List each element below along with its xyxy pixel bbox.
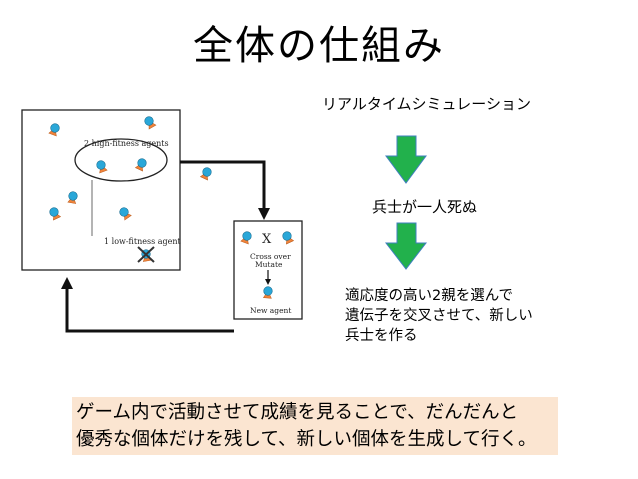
breeding-arrowhead <box>265 279 271 285</box>
new-agent-label: New agent <box>250 306 291 315</box>
agent-icon <box>134 156 149 172</box>
return-arrow <box>65 285 234 333</box>
agent-icon <box>67 190 79 204</box>
breeding-box <box>233 220 303 320</box>
page-title: 全体の仕組み <box>193 23 445 69</box>
flow-arrow-1 <box>385 135 427 184</box>
agent-icon <box>262 286 273 299</box>
agent-icon <box>48 122 61 137</box>
mutate-label: Mutate <box>255 260 283 269</box>
dead-agent-x-icon <box>137 246 155 263</box>
connector-arrow-down <box>180 160 266 213</box>
flow-step-breed: 適応度の高い2親を選んで 遺伝子を交叉させて、新しい 兵士を作る <box>345 286 533 346</box>
flow-step-breed-line: 適応度の高い2親を選んで <box>345 288 513 304</box>
crossover-label: Cross over <box>250 252 291 261</box>
flow-step-simulation: リアルタイムシミュレーション <box>322 95 531 113</box>
high-fitness-label: 2 high-fitness agents <box>84 139 169 148</box>
agent-icon <box>95 159 108 174</box>
flow-step-breed-line: 遺伝子を交叉させて、新しい <box>345 308 533 324</box>
connector-arrowhead <box>258 208 270 220</box>
x-mark: X <box>262 232 272 247</box>
summary-line: ゲーム内で活動させて成績を見ることで、だんだんと <box>76 402 519 423</box>
flow-arrow-2 <box>384 222 428 270</box>
population-box <box>21 109 181 271</box>
flow-step-soldier-dies: 兵士が一人死ぬ <box>372 198 478 216</box>
summary-line: 優秀な個体だけを残して、新しい個体を生成して行く。 <box>76 429 537 450</box>
high-fitness-ellipse <box>74 138 168 182</box>
return-arrowhead <box>61 277 73 289</box>
agent-icon <box>199 165 214 181</box>
agent-icon <box>240 230 253 245</box>
summary-box: ゲーム内で活動させて成績を見ることで、だんだんと 優秀な個体だけを残して、新しい… <box>72 397 558 455</box>
agent-icon <box>47 205 62 221</box>
agent-icon <box>142 114 157 130</box>
agent-icon <box>117 205 132 221</box>
agent-icon <box>280 229 295 245</box>
flow-step-breed-line: 兵士を作る <box>345 328 418 344</box>
low-fitness-label: 1 low-fitness agent <box>104 237 182 246</box>
